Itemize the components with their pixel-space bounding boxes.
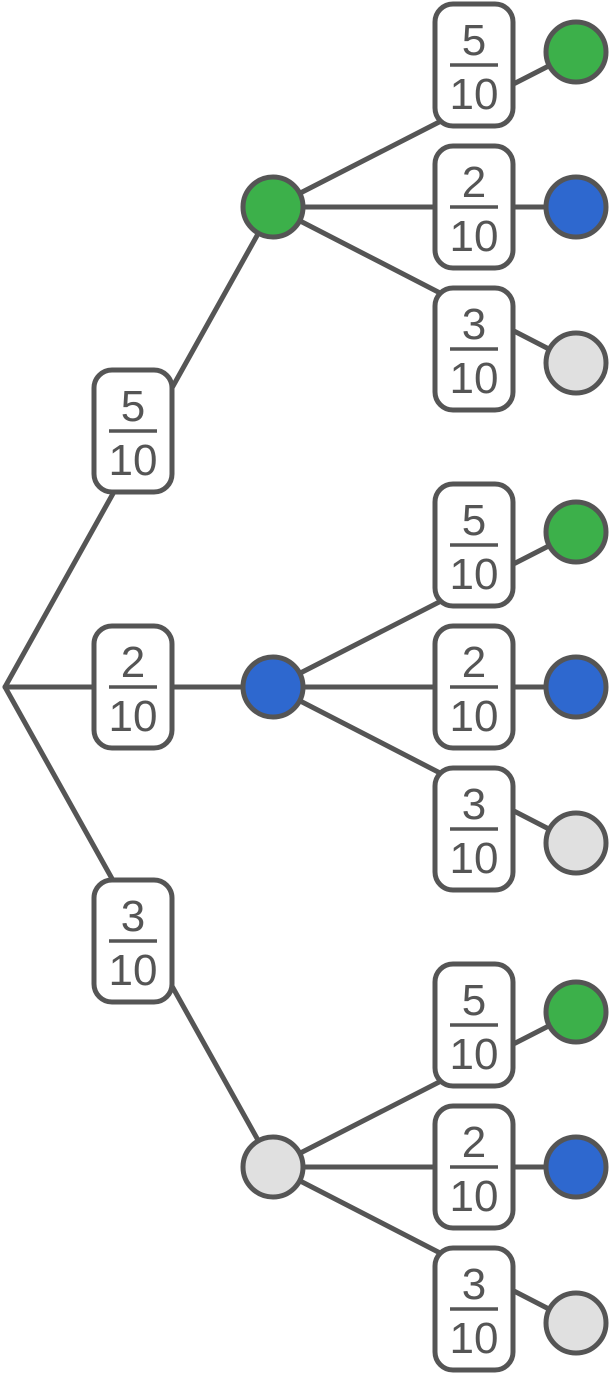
fraction-numerator: 3 xyxy=(462,1260,486,1309)
probability-label-green-blue: 210 xyxy=(432,143,516,271)
edge-green-to-gray xyxy=(270,204,579,366)
tree-nodes xyxy=(240,19,609,1356)
outcome-node-gray xyxy=(240,1134,306,1200)
fraction-numerator: 3 xyxy=(462,300,486,349)
fraction-denominator: 10 xyxy=(450,1172,499,1221)
probability-label-green-green: 510 xyxy=(432,1,516,129)
leaf-node-green-gray xyxy=(543,330,609,396)
fraction-denominator: 10 xyxy=(450,354,499,403)
probability-label-blue-blue: 210 xyxy=(432,623,516,751)
edge-blue-to-gray xyxy=(270,684,579,846)
outcome-node-green xyxy=(240,174,306,240)
fraction-numerator: 2 xyxy=(462,638,486,687)
probability-label-green: 510 xyxy=(91,367,175,495)
leaf-node-gray-blue xyxy=(543,1134,609,1200)
fraction-numerator: 5 xyxy=(462,16,486,65)
fraction-denominator: 10 xyxy=(109,946,158,995)
fraction-denominator: 10 xyxy=(109,436,158,485)
edge-gray-to-green xyxy=(270,1009,579,1170)
edge-green-to-green xyxy=(270,49,579,210)
probability-label-gray-blue: 210 xyxy=(432,1103,516,1231)
fraction-numerator: 3 xyxy=(121,892,145,941)
fraction-numerator: 2 xyxy=(121,638,145,687)
leaf-node-green-green xyxy=(543,19,609,85)
fraction-denominator: 10 xyxy=(450,1314,499,1363)
probability-label-gray: 310 xyxy=(91,877,175,1005)
leaf-node-blue-blue xyxy=(543,654,609,720)
fraction-denominator: 10 xyxy=(450,212,499,261)
fraction-denominator: 10 xyxy=(109,692,158,741)
leaf-node-blue-gray xyxy=(543,810,609,876)
probability-label-blue: 210 xyxy=(91,623,175,751)
fraction-numerator: 2 xyxy=(462,1118,486,1167)
edge-blue-to-green xyxy=(270,529,579,690)
fraction-numerator: 5 xyxy=(462,496,486,545)
leaf-node-blue-green xyxy=(543,499,609,565)
fraction-numerator: 5 xyxy=(462,976,486,1025)
fraction-numerator: 2 xyxy=(462,158,486,207)
outcome-node-blue xyxy=(240,654,306,720)
fraction-numerator: 5 xyxy=(121,382,145,431)
fraction-denominator: 10 xyxy=(450,692,499,741)
probability-label-gray-green: 510 xyxy=(432,961,516,1089)
fraction-numerator: 3 xyxy=(462,780,486,829)
fraction-denominator: 10 xyxy=(450,1030,499,1079)
fraction-denominator: 10 xyxy=(450,70,499,119)
fraction-denominator: 10 xyxy=(450,834,499,883)
probability-label-blue-gray: 310 xyxy=(432,765,516,893)
probability-label-blue-green: 510 xyxy=(432,481,516,609)
edge-gray-to-gray xyxy=(270,1164,579,1326)
probability-label-green-gray: 310 xyxy=(432,285,516,413)
leaf-node-green-blue xyxy=(543,174,609,240)
leaf-node-gray-green xyxy=(543,979,609,1045)
probability-label-gray-gray: 310 xyxy=(432,1245,516,1373)
fraction-denominator: 10 xyxy=(450,550,499,599)
leaf-node-gray-gray xyxy=(543,1290,609,1356)
